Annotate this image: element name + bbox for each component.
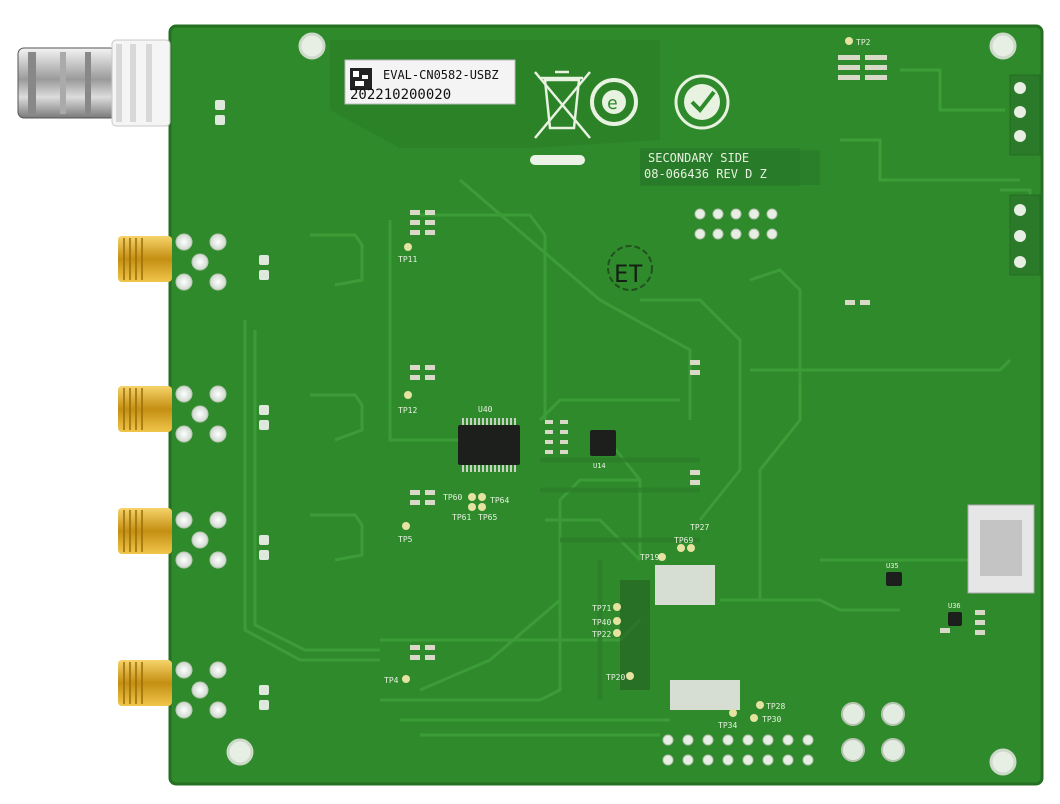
part-revision-label: 08-066436 REV D Z bbox=[644, 167, 767, 181]
testpoint-label: TP19 bbox=[640, 553, 659, 562]
testpoint-label: TP11 bbox=[398, 255, 417, 264]
sma-connector-3 bbox=[118, 508, 172, 554]
eco-recycle-icon: e bbox=[590, 78, 638, 126]
chip-u35: U35 bbox=[886, 562, 902, 586]
right-edge-connectors bbox=[967, 74, 1041, 594]
header-grid-top bbox=[694, 208, 778, 240]
svg-text:e: e bbox=[607, 93, 618, 114]
sma-pads bbox=[175, 233, 227, 719]
inspection-stamp: ET bbox=[607, 245, 653, 291]
product-label: EVAL-CN0582-USBZ 202210200020 bbox=[344, 59, 516, 105]
testpoint-label: TP4 bbox=[384, 676, 399, 685]
testpoint-label: TP64 bbox=[490, 496, 509, 505]
testpoint-label: TP20 bbox=[606, 673, 625, 682]
sma-connector-2 bbox=[118, 386, 172, 432]
testpoint-label: TP61 bbox=[452, 513, 471, 522]
chip-u35-ref: U35 bbox=[886, 562, 899, 570]
connector-pad-array bbox=[620, 565, 740, 710]
chip-u40-ref: U40 bbox=[478, 405, 493, 414]
testpoint-label: TP69 bbox=[674, 536, 693, 545]
testpoint-label: TP5 bbox=[398, 535, 413, 544]
testpoint-label: TP30 bbox=[762, 715, 781, 724]
testpoint-label: TP28 bbox=[766, 702, 785, 711]
testpoint-label: TP60 bbox=[443, 493, 462, 502]
mounting-holes bbox=[226, 32, 1017, 776]
power-pads bbox=[841, 702, 905, 762]
testpoint-label: TP71 bbox=[592, 604, 611, 613]
inspection-mark: ET bbox=[614, 260, 643, 288]
chip-u36: U36 bbox=[948, 602, 962, 626]
testpoint-label: TP40 bbox=[592, 618, 611, 627]
rohs-badge-icon bbox=[674, 74, 730, 130]
side-label: SECONDARY SIDE bbox=[648, 151, 749, 165]
testpoint-label: TP2 bbox=[856, 38, 871, 47]
passive-components bbox=[410, 55, 985, 660]
product-label-serial: 202210200020 bbox=[350, 87, 451, 103]
sma-connector-1 bbox=[118, 236, 172, 282]
pcb-substrate bbox=[170, 26, 1042, 784]
chip-u40: U40 bbox=[458, 405, 520, 472]
bnc-connector bbox=[17, 39, 171, 127]
testpoint-label: TP27 bbox=[690, 523, 709, 532]
sma-connector-4 bbox=[118, 660, 172, 706]
testpoint-label: TP22 bbox=[592, 630, 611, 639]
testpoint-label: TP34 bbox=[718, 721, 737, 730]
testpoint-labels: TP11 TP12 TP5 TP4 TP2 TP60 TP61 TP64 TP6… bbox=[384, 37, 871, 730]
silkscreen-bar bbox=[530, 155, 585, 165]
chip-u14: U14 bbox=[590, 430, 616, 470]
weee-bin-icon bbox=[534, 70, 591, 139]
header-grid-bottom bbox=[662, 734, 814, 766]
small-pads bbox=[215, 100, 269, 710]
product-label-name: EVAL-CN0582-USBZ bbox=[383, 68, 499, 82]
testpoint-label: TP65 bbox=[478, 513, 497, 522]
testpoint-label: TP12 bbox=[398, 406, 417, 415]
chip-u36-ref: U36 bbox=[948, 602, 961, 610]
chip-u14-ref: U14 bbox=[593, 462, 606, 470]
